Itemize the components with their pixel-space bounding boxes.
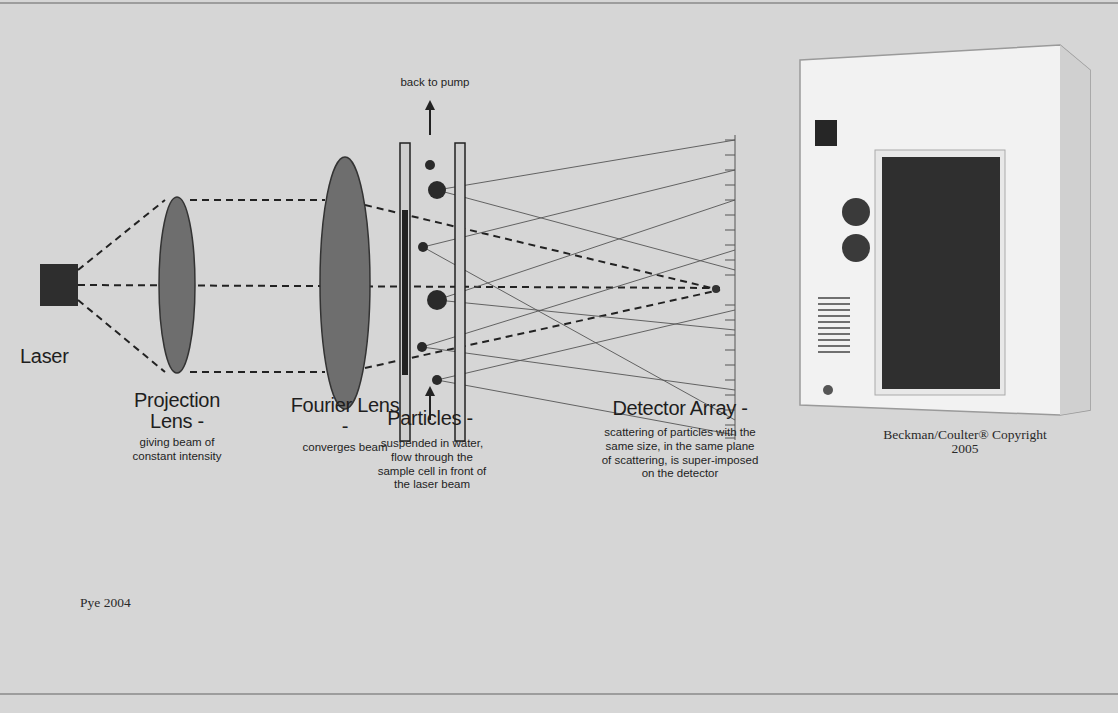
cell-wall bbox=[400, 143, 410, 441]
frame-line bbox=[0, 2, 1118, 4]
fourier-lens bbox=[320, 157, 370, 409]
copyright-note: Beckman/Coulter® Copyright 2005 bbox=[880, 428, 1050, 456]
source-note: Pye 2004 bbox=[80, 596, 200, 610]
instrument-photo bbox=[800, 45, 1090, 415]
part-note: converges beam bbox=[300, 441, 390, 455]
particles bbox=[417, 160, 447, 385]
part-note: suspended in water, flow through the sam… bbox=[372, 437, 492, 492]
flow-arrowhead bbox=[425, 100, 435, 110]
flow-label: back to pump bbox=[380, 76, 490, 90]
part-name: Laser bbox=[20, 346, 100, 367]
flow-arrow bbox=[429, 108, 431, 135]
projection-lens bbox=[159, 197, 195, 373]
laser-body bbox=[40, 264, 78, 306]
part-name: Fourier Lens - bbox=[290, 395, 400, 437]
flow-arrowhead bbox=[425, 386, 435, 396]
cell-wall bbox=[455, 143, 465, 441]
part-note: scattering of particles with the same si… bbox=[600, 426, 760, 481]
part-name: Detector Array - bbox=[585, 398, 775, 419]
focal-point bbox=[712, 285, 720, 293]
frame-line bbox=[0, 693, 1118, 695]
cell-window bbox=[402, 210, 408, 375]
part-note: giving beam of constant intensity bbox=[122, 436, 232, 464]
part-name: Particles - bbox=[365, 408, 495, 429]
scattered-rays bbox=[422, 140, 735, 435]
part-name: Projection Lens - bbox=[112, 390, 242, 432]
detector-array bbox=[725, 135, 735, 440]
